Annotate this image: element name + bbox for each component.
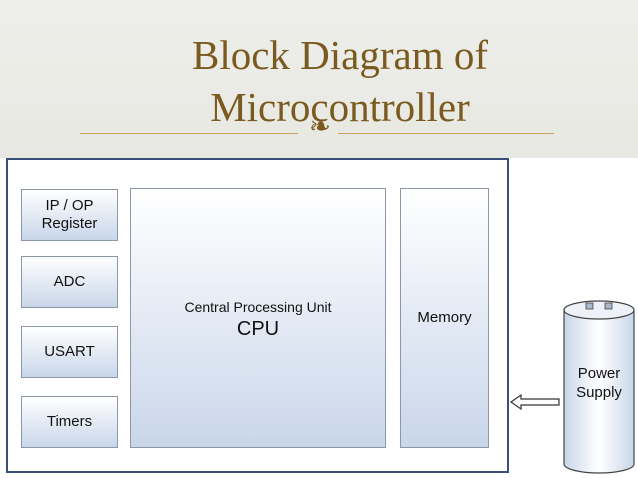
timers-block: Timers <box>21 396 118 448</box>
title-rule-left <box>80 133 298 134</box>
slide-title-line-2: Microcontroller <box>210 84 470 130</box>
cpu-subtitle: Central Processing Unit <box>184 299 332 315</box>
memory-block: Memory <box>400 188 489 448</box>
power-supply-battery <box>563 300 635 474</box>
io-register-block: IP / OP Register <box>21 189 118 241</box>
slide-header: Block Diagram of Microcontroller ❧ <box>0 0 638 158</box>
power-label-line-1: Power <box>577 365 621 382</box>
cpu-block: Central Processing Unit CPU <box>130 188 386 448</box>
slide-title-line-1: Block Diagram of <box>191 32 489 78</box>
title-rule-right <box>338 133 554 134</box>
power-arrow <box>509 393 560 411</box>
power-supply-label: Power Supply <box>562 364 636 402</box>
fleuron-icon: ❧ <box>309 112 331 142</box>
usart-block: USART <box>21 326 118 378</box>
microcontroller-box: IP / OP Register ADC USART Timers Centra… <box>6 158 509 473</box>
adc-block: ADC <box>21 256 118 308</box>
cpu-label: CPU <box>236 318 280 340</box>
power-label-line-2: Supply <box>576 384 622 401</box>
